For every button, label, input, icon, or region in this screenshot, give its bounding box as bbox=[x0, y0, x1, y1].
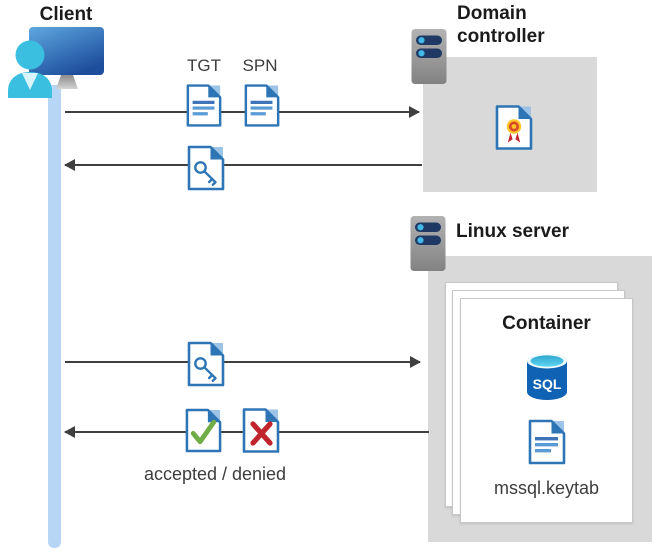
spn-document-icon bbox=[243, 83, 281, 128]
user-icon bbox=[8, 40, 52, 98]
client-title: Client bbox=[39, 4, 93, 25]
tgt-label: TGT bbox=[187, 56, 221, 75]
accepted-denied-label: accepted / denied bbox=[143, 464, 287, 484]
keytab-filename: mssql.keytab bbox=[493, 478, 600, 498]
linux-server-title: Linux server bbox=[456, 221, 569, 242]
arrow-client-to-domain-controller bbox=[65, 106, 420, 118]
domain-controller-title: Domain controller bbox=[457, 3, 545, 47]
domain-controller-server-icon bbox=[411, 28, 447, 85]
ticket-key-document-icon bbox=[186, 145, 226, 191]
container-card: Container SQL mssql.keytab bbox=[460, 298, 633, 523]
client-computer-user-icon bbox=[8, 27, 104, 98]
ticket-key-document-icon-2 bbox=[186, 341, 226, 387]
linux-server-icon bbox=[410, 215, 446, 272]
spn-label: SPN bbox=[242, 56, 278, 75]
sql-database-icon: SQL bbox=[526, 353, 567, 400]
monitor-stand-icon bbox=[56, 75, 78, 89]
keytab-document-icon bbox=[527, 419, 567, 465]
arrow-domain-controller-to-client bbox=[64, 159, 422, 171]
denied-x-document-icon bbox=[241, 407, 281, 454]
client-lifeline bbox=[48, 85, 61, 548]
monitor-icon bbox=[29, 27, 104, 75]
tgt-document-icon bbox=[185, 83, 223, 128]
accepted-check-document-icon bbox=[184, 407, 223, 454]
sql-label: SQL bbox=[532, 376, 561, 392]
container-title: Container bbox=[502, 313, 591, 334]
certificate-icon bbox=[494, 104, 534, 151]
arrow-client-to-linux-server bbox=[65, 356, 421, 368]
